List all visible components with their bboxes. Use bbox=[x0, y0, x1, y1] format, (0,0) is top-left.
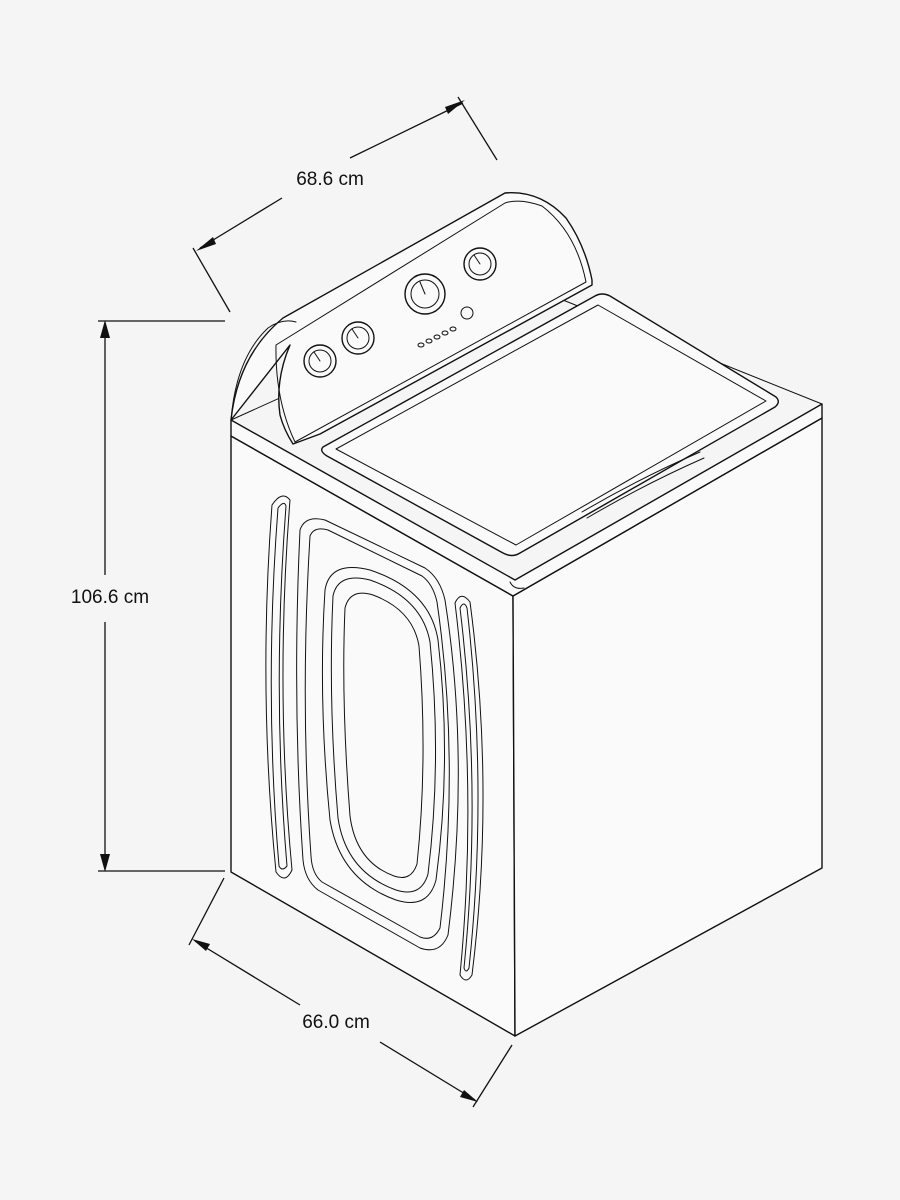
width-extension-right bbox=[472, 1044, 513, 1108]
right-groove bbox=[454, 595, 484, 981]
height-arrow-bottom bbox=[100, 854, 110, 872]
washer-lid bbox=[320, 293, 779, 557]
height-arrow-top bbox=[100, 320, 110, 338]
indicator-lights bbox=[417, 326, 457, 348]
console-side-edge bbox=[230, 320, 297, 421]
depth-extension-right bbox=[457, 96, 498, 161]
knob-1 bbox=[303, 344, 337, 378]
control-console bbox=[230, 192, 593, 445]
depth-dimension: 68.6 cm bbox=[192, 96, 498, 313]
lid-handle bbox=[581, 451, 701, 513]
right-groove-inner bbox=[459, 603, 479, 972]
washer-top-deck bbox=[230, 403, 823, 597]
depth-label: 68.6 cm bbox=[296, 169, 364, 190]
width-arrow-left bbox=[192, 939, 210, 951]
width-dimension: 66.0 cm bbox=[188, 877, 513, 1108]
console-face bbox=[275, 200, 587, 443]
window-frame-mid bbox=[330, 577, 437, 893]
knob-4 bbox=[463, 247, 497, 281]
height-label: 106.6 cm bbox=[71, 587, 149, 608]
width-label: 66.0 cm bbox=[302, 1012, 370, 1033]
depth-arrow-left bbox=[196, 237, 216, 251]
window-glass bbox=[343, 592, 424, 878]
width-dimension-line-a bbox=[194, 940, 301, 1006]
top-deck-corner bbox=[509, 581, 525, 589]
window-frame-outer bbox=[321, 567, 446, 903]
lid-handle-inner bbox=[586, 457, 705, 519]
large-panel-inner bbox=[304, 528, 450, 939]
width-extension-left bbox=[188, 877, 225, 946]
width-arrow-right bbox=[460, 1090, 478, 1102]
depth-dimension-line-b bbox=[349, 102, 464, 159]
left-groove bbox=[265, 495, 293, 879]
width-dimension-line-b bbox=[379, 1041, 476, 1101]
knob-3-main bbox=[404, 273, 446, 315]
depth-arrow-right bbox=[445, 100, 465, 114]
knob-2 bbox=[341, 321, 375, 355]
depth-extension-left bbox=[192, 247, 231, 313]
start-button bbox=[460, 306, 474, 320]
left-groove-inner bbox=[270, 502, 288, 870]
height-dimension: 106.6 cm bbox=[71, 320, 225, 872]
large-panel-outer bbox=[296, 518, 459, 951]
washer bbox=[230, 192, 823, 1037]
washer-lid-inner bbox=[335, 304, 767, 546]
